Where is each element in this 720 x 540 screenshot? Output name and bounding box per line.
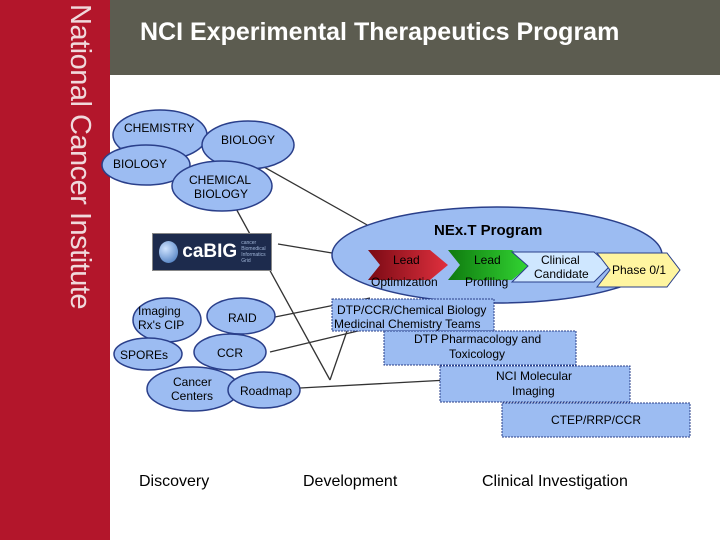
imaging-label-1: Imaging [138, 304, 181, 318]
lead-optimization-label-1: Lead [393, 253, 420, 267]
cancer-centers-label-1: Cancer [173, 375, 212, 389]
spores-label: SPOREs [120, 348, 169, 362]
clinical-candidate-label-2: Candidate [534, 267, 589, 281]
next-program-title: NEx.T Program [434, 222, 543, 239]
dtp-ccr-label-2: Medicinal Chemistry Teams [334, 317, 481, 331]
nci-imaging-label-2: Imaging [512, 384, 555, 398]
spores-ellipse [113, 337, 183, 371]
title-bar: NCI Experimental Therapeutics Program [110, 0, 720, 75]
clinical-candidate-label-1: Clinical [541, 253, 580, 267]
sidebar-banner: National Cancer Institute [0, 0, 110, 540]
cabig-logo-text: caBIG [182, 241, 238, 262]
page-title: NCI Experimental Therapeutics Program [140, 18, 620, 46]
raid-label: RAID [228, 311, 257, 325]
lead-optimization-arrow [368, 250, 448, 280]
imaging-label-2: Rx's CIP [138, 318, 185, 332]
clinical-candidate-arrow [510, 251, 611, 283]
biology-top-label: BIOLOGY [221, 133, 276, 147]
lead-optimization-label-2: Optimization [371, 275, 438, 289]
lead-profiling-label-2: Profiling [465, 275, 509, 289]
lead-profiling-label-1: Lead [474, 253, 501, 267]
dtp-pharmacology-label-2: Toxicology [449, 347, 506, 361]
dtp-ccr-label-1: DTP/CCR/Chemical Biology [337, 303, 487, 317]
chemistry-label: CHEMISTRY [124, 121, 195, 135]
ccr-ellipse [193, 333, 267, 371]
phase-01-arrow [595, 252, 681, 288]
nci-imaging-label-1: NCI Molecular [496, 369, 573, 383]
roadmap-label: Roadmap [240, 384, 293, 398]
discovery-label: Discovery [139, 473, 210, 490]
dtp-pharmacology-label-1: DTP Pharmacology and [414, 332, 542, 346]
cancer-centers-label-2: Centers [171, 389, 214, 403]
development-label: Development [303, 473, 398, 490]
roadmap-ellipse [227, 371, 301, 409]
biology-left-ellipse [101, 144, 191, 186]
chemical-biology-ellipse [171, 160, 273, 212]
ccr-label: CCR [217, 346, 243, 360]
ctep-label: CTEP/RRP/CCR [551, 413, 642, 427]
lead-profiling-arrow [448, 250, 530, 280]
nci-imaging-box [439, 365, 631, 403]
cabig-logo: caBIG cancer Biomedical Informatics Grid [152, 233, 272, 271]
raid-ellipse [206, 297, 276, 335]
cabig-tagline: cancer Biomedical Informatics Grid [241, 240, 266, 264]
biology-left-label: BIOLOGY [113, 157, 168, 171]
ctep-box [501, 402, 691, 438]
chemical-biology-label-2: BIOLOGY [194, 187, 249, 201]
globe-icon [159, 241, 179, 263]
dtp-ccr-box [331, 298, 495, 332]
clinical-investigation-label: Clinical Investigation [482, 473, 628, 490]
dtp-pharmacology-box [383, 330, 577, 366]
phase-01-label: Phase 0/1 [612, 263, 667, 277]
chemical-biology-label-1: CHEMICAL [189, 173, 252, 187]
